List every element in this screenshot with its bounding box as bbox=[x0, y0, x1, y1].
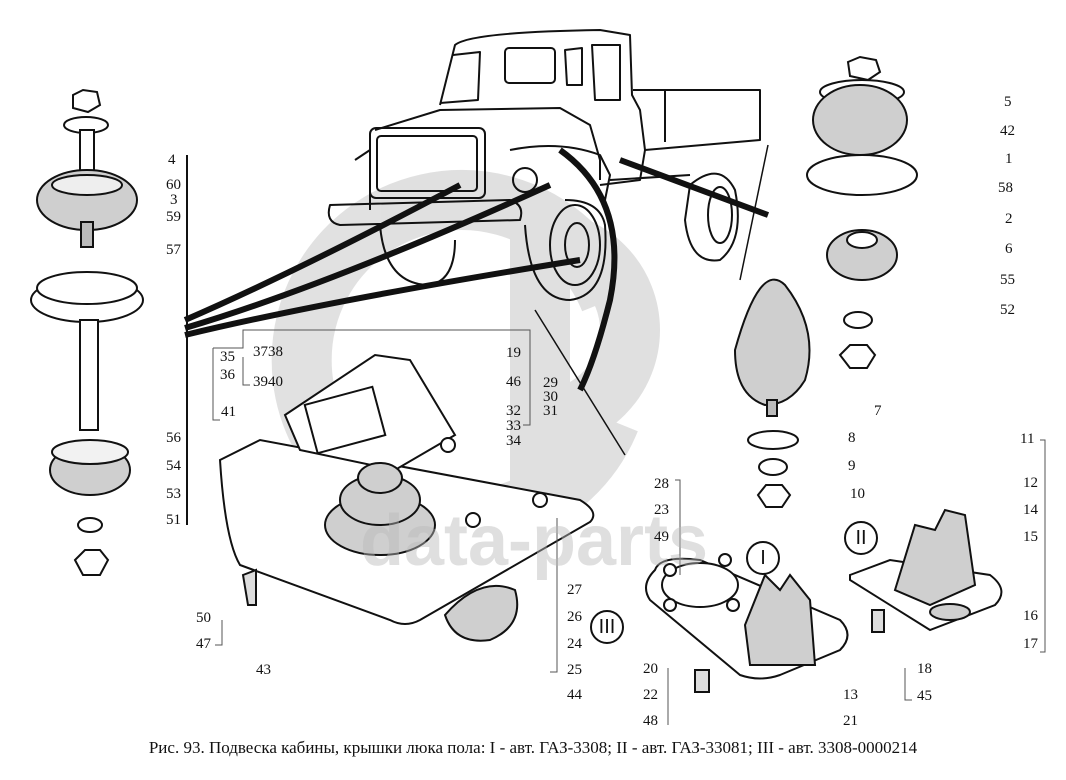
callout-label: 56 bbox=[166, 430, 181, 446]
hatch-II-assembly bbox=[849, 508, 1003, 633]
callout-label: 50 bbox=[196, 610, 211, 626]
callout-label: 52 bbox=[1000, 302, 1015, 318]
callout-label: 51 bbox=[166, 512, 181, 528]
callout-label: 21 bbox=[843, 713, 858, 729]
callout-label: 23 bbox=[654, 502, 669, 518]
callout-label: 13 bbox=[843, 687, 858, 703]
callout-label: 30 bbox=[543, 389, 558, 405]
callout-label: 58 bbox=[998, 180, 1013, 196]
callout-label: 35 bbox=[220, 349, 235, 365]
callout-label: 12 bbox=[1023, 475, 1038, 491]
callout-label: 32 bbox=[506, 403, 521, 419]
callout-label: 60 bbox=[166, 177, 181, 193]
callout-label: 34 bbox=[506, 433, 521, 449]
callout-label: 27 bbox=[567, 582, 582, 598]
leader-bands bbox=[183, 147, 770, 392]
callout-label: 36 bbox=[220, 367, 235, 383]
callout-label: 43 bbox=[256, 662, 271, 678]
callout-label: 16 bbox=[1023, 608, 1038, 624]
variant-III-marker: III bbox=[590, 610, 624, 644]
callout-label: 3940 bbox=[253, 374, 283, 390]
callout-label: 8 bbox=[848, 430, 856, 446]
callout-label: 31 bbox=[543, 403, 558, 419]
callout-label: 54 bbox=[166, 458, 181, 474]
truck-illustration bbox=[327, 29, 761, 301]
divider-line bbox=[534, 309, 626, 456]
callout-label: 4 bbox=[168, 152, 176, 168]
callout-label: 33 bbox=[506, 418, 521, 434]
callout-label: 53 bbox=[166, 486, 181, 502]
watermark-text: data-parts bbox=[360, 501, 708, 581]
callout-label: 11 bbox=[1020, 431, 1035, 447]
callout-label: 28 bbox=[654, 476, 669, 492]
callout-label: 15 bbox=[1023, 529, 1038, 545]
callout-label: 9 bbox=[848, 458, 856, 474]
callout-label: 44 bbox=[567, 687, 582, 703]
callout-brackets bbox=[212, 329, 1046, 725]
callout-label: 20 bbox=[643, 661, 658, 677]
callout-label: 57 bbox=[166, 242, 181, 258]
callout-label: 3 bbox=[170, 192, 178, 208]
callout-label: 5 bbox=[1004, 94, 1012, 110]
callout-label: 2 bbox=[1005, 211, 1013, 227]
callout-label: 26 bbox=[567, 609, 582, 625]
callout-label: 18 bbox=[917, 661, 932, 677]
callout-label: 48 bbox=[643, 713, 658, 729]
callout-label: 55 bbox=[1000, 272, 1015, 288]
callout-label: 22 bbox=[643, 687, 658, 703]
callout-label: 1 bbox=[1005, 151, 1013, 167]
callout-label: 49 bbox=[654, 529, 669, 545]
variant-I-marker: I bbox=[746, 541, 780, 575]
callout-label: 29 bbox=[543, 375, 558, 391]
callout-label: 3738 bbox=[253, 344, 283, 360]
callout-label: 14 bbox=[1023, 502, 1038, 518]
callout-label: 46 bbox=[506, 374, 521, 390]
callout-label: 41 bbox=[221, 404, 236, 420]
callout-label: 6 bbox=[1005, 241, 1013, 257]
callout-label: 47 bbox=[196, 636, 211, 652]
right-top-mount-assembly bbox=[733, 55, 918, 508]
callout-label: 7 bbox=[874, 403, 882, 419]
callout-label: 45 bbox=[917, 688, 932, 704]
callout-label: 17 bbox=[1023, 636, 1038, 652]
figure-caption: Рис. 93. Подвеска кабины, крышки люка по… bbox=[148, 738, 918, 757]
left-mount-assembly bbox=[30, 88, 144, 576]
callout-label: 10 bbox=[850, 486, 865, 502]
callout-label: 19 bbox=[506, 345, 521, 361]
hatch-I-assembly bbox=[645, 553, 849, 693]
callout-label: 59 bbox=[166, 209, 181, 225]
variant-II-marker: II bbox=[844, 521, 878, 555]
divider-line bbox=[739, 144, 769, 281]
hatch-III-assembly bbox=[218, 353, 595, 642]
callout-label: 42 bbox=[1000, 123, 1015, 139]
callout-label: 25 bbox=[567, 662, 582, 678]
callout-label: 24 bbox=[567, 636, 582, 652]
